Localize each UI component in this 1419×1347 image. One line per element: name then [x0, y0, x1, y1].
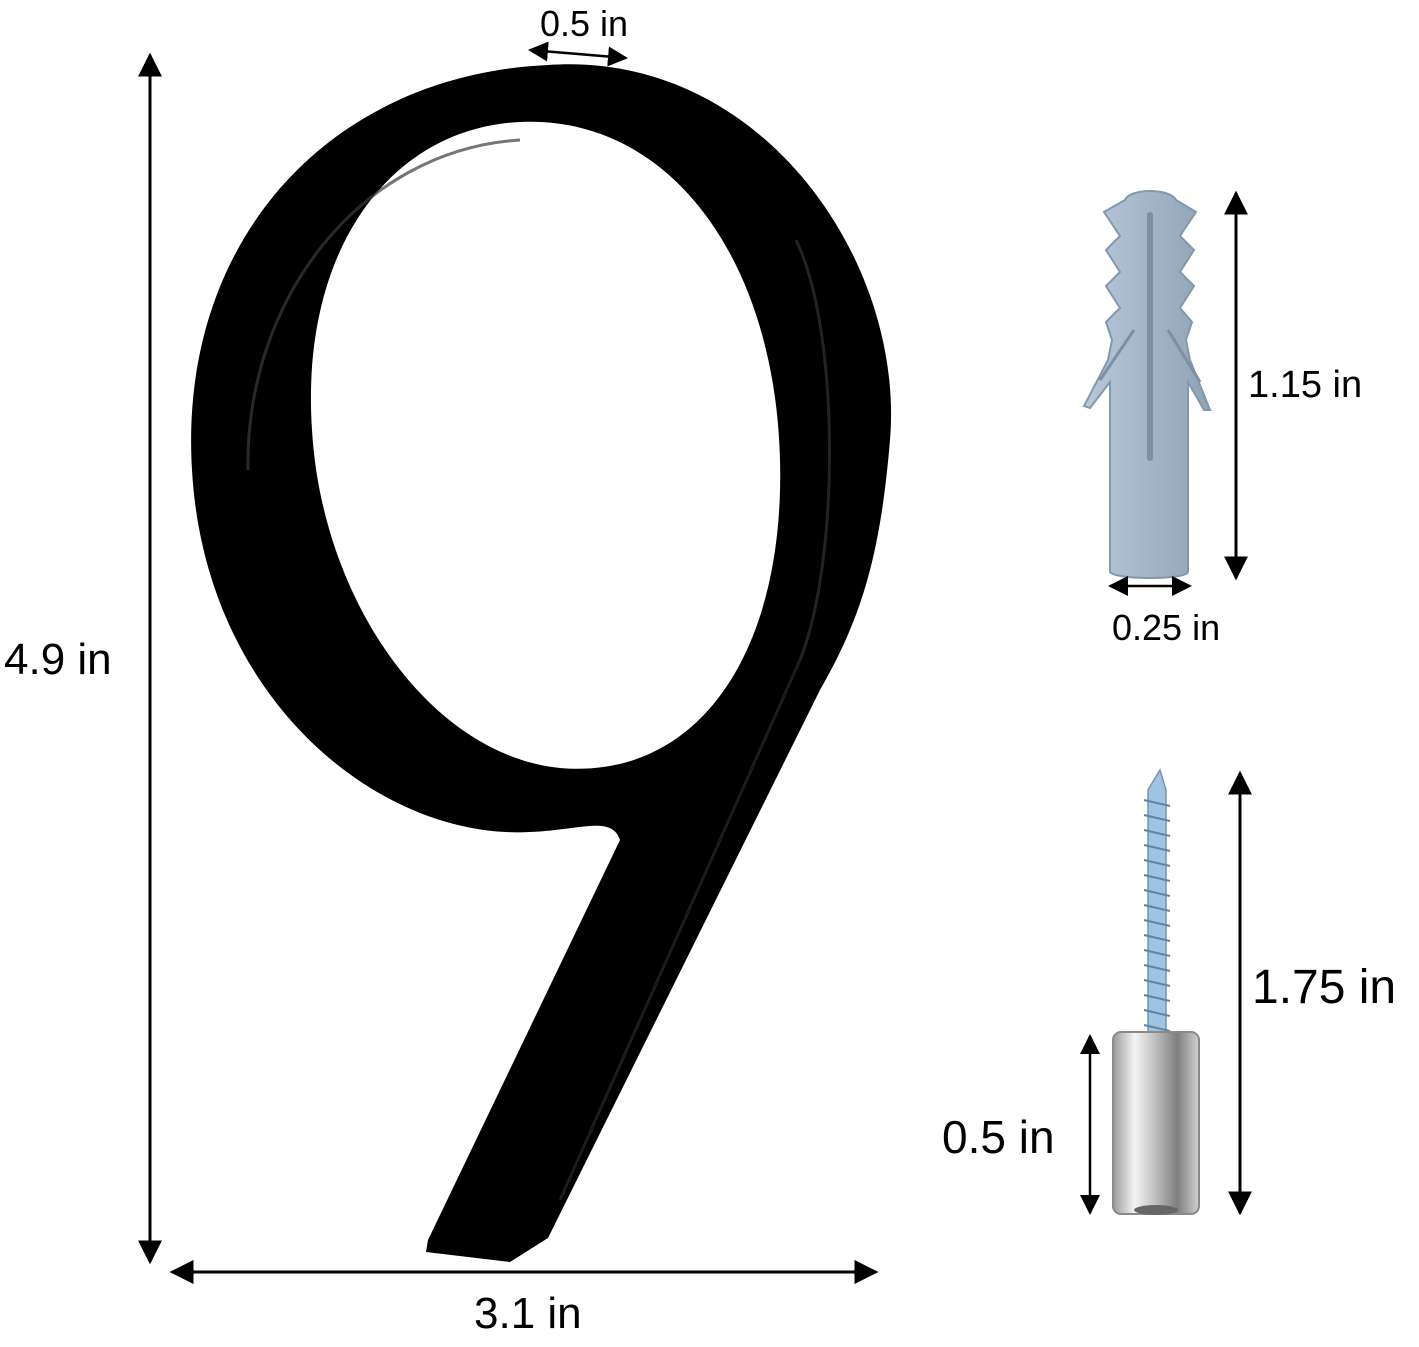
width-label: 3.1 in — [474, 1289, 582, 1338]
screw-length-label: 1.75 in — [1252, 961, 1397, 1014]
height-label: 4.9 in — [4, 635, 112, 684]
top-width-dimension — [528, 41, 628, 67]
wall-anchor-icon — [1082, 190, 1212, 579]
spacer-icon — [1112, 1031, 1200, 1215]
spacer-length-label: 0.5 in — [942, 1111, 1055, 1163]
digit-nine-icon — [191, 64, 892, 1263]
top-width-label: 0.5 in — [540, 3, 629, 44]
anchor-length-label: 1.15 in — [1248, 364, 1363, 406]
anchor-diameter-label: 0.25 in — [1112, 607, 1221, 648]
screw-icon — [1143, 768, 1171, 1046]
screw-thread-icon — [1143, 799, 1171, 1032]
